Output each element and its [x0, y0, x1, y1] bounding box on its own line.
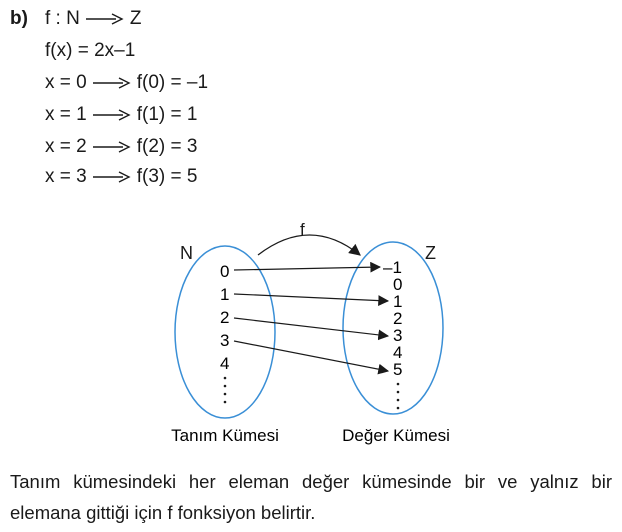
codomain-element: 2 [393, 309, 402, 328]
function-rule-text: f(x) = 2x–1 [45, 40, 136, 61]
right-arrow-icon [92, 171, 131, 183]
evaluation-line: x = 3 f(3) = 5 [45, 166, 197, 188]
codomain-elements: –1 0 1 2 3 4 5 [383, 258, 402, 379]
evaluation-input: x = 1 [45, 104, 87, 125]
codomain-ellipse [342, 241, 444, 415]
domain-element: 0 [220, 262, 229, 281]
explanation-line: elemana gittiği için f fonksiyon belirti… [10, 502, 316, 523]
part-label: b) [10, 8, 28, 29]
right-arrow-icon [92, 77, 131, 89]
evaluation-output: f(2) = 3 [136, 136, 198, 157]
codomain-set-name: Z [425, 243, 436, 263]
evaluation-line: x = 0 f(0) = –1 [45, 72, 208, 94]
function-domain-text: f : N [45, 8, 80, 29]
evaluation-input: x = 0 [45, 72, 87, 93]
mapping-arrow [233, 317, 390, 341]
evaluation-line: x = 2 f(2) = 3 [45, 136, 197, 158]
evaluation-output: f(1) = 1 [136, 104, 198, 125]
mapping-arrow [233, 261, 382, 273]
evaluation-input: x = 3 [45, 166, 87, 187]
codomain-element: 5 [393, 360, 402, 379]
codomain-element: 3 [393, 326, 402, 345]
function-rule-line: f(x) = 2x–1 [45, 40, 135, 62]
evaluation-line: x = 1 f(1) = 1 [45, 104, 197, 126]
domain-elements: 0 1 2 3 4 [220, 262, 229, 373]
mapping-arrow [233, 293, 390, 306]
evaluation-input: x = 2 [45, 136, 87, 157]
codomain-element: –1 [383, 258, 402, 277]
domain-set-name: N [180, 243, 193, 263]
function-codomain-text: Z [129, 8, 142, 29]
codomain-element: 4 [393, 343, 402, 362]
codomain-element: 0 [393, 275, 402, 294]
explanation-paragraph: Tanım kümesindeki her eleman değer kümes… [10, 466, 612, 528]
right-arrow-icon [92, 109, 131, 121]
mapping-diagram: N Z f 0 1 2 3 4 –1 0 [150, 215, 480, 455]
function-curved-arrow [257, 234, 361, 256]
codomain-element: 1 [393, 292, 402, 311]
domain-ellipse [174, 245, 276, 419]
domain-element: 3 [220, 331, 229, 350]
evaluation-output: f(0) = –1 [136, 72, 209, 93]
mapping-arrow [233, 340, 390, 375]
right-arrow-icon [85, 13, 124, 25]
domain-ellipsis-dots [223, 376, 227, 404]
function-definition-line: f : N Z [45, 8, 141, 30]
domain-caption: Tanım Kümesi [171, 426, 279, 445]
codomain-ellipsis-dots [396, 382, 400, 410]
codomain-caption: Değer Kümesi [342, 426, 450, 445]
domain-element: 4 [220, 354, 229, 373]
right-arrow-icon [92, 141, 131, 153]
mapping-diagram-svg: N Z f 0 1 2 3 4 –1 0 [171, 220, 450, 445]
evaluation-output: f(3) = 5 [136, 166, 198, 187]
domain-element: 2 [220, 308, 229, 327]
explanation-line: Tanım kümesindeki her eleman değer kümes… [10, 471, 612, 492]
domain-element: 1 [220, 285, 229, 304]
function-name-label: f [300, 220, 305, 239]
